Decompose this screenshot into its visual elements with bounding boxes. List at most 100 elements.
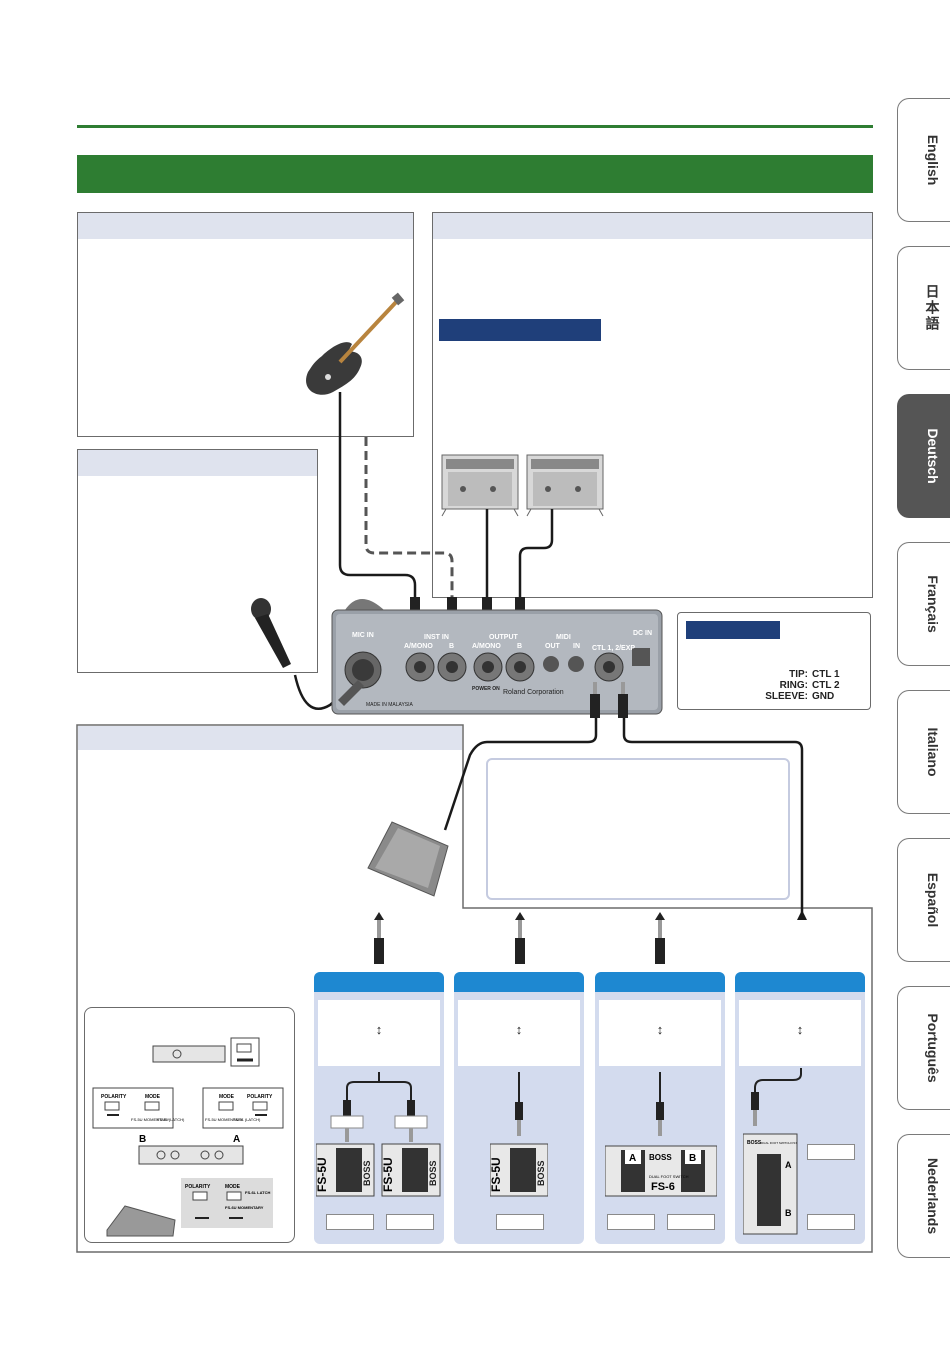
boss-brand: BOSS bbox=[536, 1160, 546, 1186]
polarity-label-bottom: POLARITY bbox=[185, 1184, 211, 1190]
cable-subheading-bar bbox=[686, 621, 780, 639]
output-panel-header bbox=[433, 213, 872, 239]
tab-portugues[interactable]: Português bbox=[897, 986, 950, 1110]
sleeve-value: GND bbox=[812, 691, 835, 702]
fs6-switch-a: A bbox=[629, 1153, 636, 1164]
tab-deutsch-label: Deutsch bbox=[924, 428, 941, 484]
tab-italiano-label: Italiano bbox=[924, 727, 941, 777]
trs-plug-col2 bbox=[515, 912, 525, 964]
blank-label-box bbox=[386, 1214, 434, 1230]
fs5u-momentary-b: FS-5U MOMENTARY bbox=[205, 1117, 244, 1122]
fs7-switch-b: B bbox=[785, 1208, 792, 1218]
cable-wiring-panel: TIP: RING: SLEEVE: CTL 1 CTL 2 GND bbox=[677, 612, 871, 710]
midi-out-label: OUT bbox=[545, 643, 561, 650]
trs-plug-col1 bbox=[374, 912, 384, 964]
device-rear-panel: MIC IN INST IN A/MONO B OUTPUT A/MONO B … bbox=[331, 599, 663, 715]
blank-label-box bbox=[326, 1214, 374, 1230]
fs6l-latch: FS-6L LATCH bbox=[245, 1190, 271, 1195]
midi-label: MIDI bbox=[556, 634, 571, 641]
output-b-label: B bbox=[517, 643, 522, 650]
power-on-label: POWER ON bbox=[472, 686, 500, 692]
amplifier-b bbox=[526, 454, 604, 517]
top-rule bbox=[77, 125, 873, 128]
footswitch-column-3: ↕ A B BOSS DUAL FOOT SWITCH FS-6 bbox=[595, 972, 725, 1244]
fs5u-model-b: FS-5U bbox=[381, 1157, 395, 1192]
blank-label-box bbox=[607, 1214, 655, 1230]
fs5l-latch-a: FS-5L (LATCH) bbox=[157, 1117, 185, 1122]
microphone-icon bbox=[251, 598, 291, 668]
amplifier-a bbox=[441, 454, 519, 517]
footswitch-column-2: ↕ FS-5U BOSS bbox=[454, 972, 584, 1244]
made-in-label: MADE IN MALAYSIA bbox=[366, 702, 414, 708]
polarity-label-right: POLARITY bbox=[247, 1094, 273, 1100]
dc-in-label: DC IN bbox=[633, 630, 652, 637]
footswitch-column-4: ↕ BOSS DUAL FOOT SWITCH FS7 A B bbox=[735, 972, 865, 1244]
tab-japanese-label: 日本語 bbox=[924, 284, 941, 332]
boss-brand: BOSS bbox=[747, 1140, 762, 1146]
mode-label-right: MODE bbox=[219, 1094, 235, 1100]
inst-b-label: B bbox=[449, 643, 454, 650]
tab-francais[interactable]: Français bbox=[897, 542, 950, 666]
mic-panel bbox=[77, 449, 318, 673]
fs7-switch-a: A bbox=[785, 1160, 792, 1170]
blank-label-box bbox=[807, 1144, 855, 1160]
boss-brand: BOSS bbox=[649, 1153, 672, 1162]
expression-pedal-icon bbox=[367, 821, 449, 897]
output-panel bbox=[432, 212, 873, 598]
output-label: OUTPUT bbox=[489, 634, 519, 641]
inst-in-label: INST IN bbox=[424, 634, 449, 641]
plug-ctl-1 bbox=[590, 682, 600, 718]
blank-label-box bbox=[807, 1214, 855, 1230]
fs6u-momentary: FS-6U MOMENTARY bbox=[225, 1205, 264, 1210]
tip-value: CTL 1 bbox=[812, 669, 840, 680]
tip-label: TIP: bbox=[789, 669, 808, 680]
tab-japanese[interactable]: 日本語 bbox=[897, 246, 950, 370]
label-b: B bbox=[139, 1134, 146, 1145]
tab-italiano[interactable]: Italiano bbox=[897, 690, 950, 814]
label-a: A bbox=[233, 1134, 240, 1145]
mic-panel-header bbox=[78, 450, 317, 476]
expression-note-box bbox=[486, 758, 790, 900]
tab-english[interactable]: English bbox=[897, 98, 950, 222]
tab-deutsch[interactable]: Deutsch bbox=[897, 394, 950, 518]
brand-label: Roland Corporation bbox=[503, 689, 564, 696]
fs5u-model-a: FS-5U bbox=[316, 1157, 329, 1192]
output-a-label: A/MONO bbox=[472, 643, 501, 650]
midi-in-label: IN bbox=[573, 643, 580, 650]
switch-settings-box: POLARITY MODE FS-5U MOMENTARY FS-5L (LAT… bbox=[84, 1007, 295, 1243]
tab-espanol[interactable]: Español bbox=[897, 838, 950, 962]
fs6-switch-b: B bbox=[689, 1153, 696, 1164]
blank-label-box bbox=[496, 1214, 544, 1230]
output-subheading-bar bbox=[439, 319, 601, 341]
ring-value: CTL 2 bbox=[812, 680, 840, 691]
fs5l-latch-b: FS-5L (LATCH) bbox=[233, 1117, 261, 1122]
signal-arrow: ↕ bbox=[656, 1022, 664, 1037]
ctl-exp-label: CTL 1, 2/EXP bbox=[592, 645, 635, 652]
mode-label: MODE bbox=[145, 1094, 161, 1100]
tab-espanol-label: Español bbox=[924, 872, 941, 928]
boss-brand-a: BOSS bbox=[362, 1160, 372, 1186]
tab-nederlands-label: Nederlands bbox=[924, 1157, 941, 1235]
fs5u-model: FS-5U bbox=[490, 1157, 503, 1192]
tab-english-label: English bbox=[924, 134, 941, 186]
guitar-panel-header bbox=[78, 213, 413, 239]
signal-arrow: ↕ bbox=[375, 1022, 383, 1037]
tab-nederlands[interactable]: Nederlands bbox=[897, 1134, 950, 1258]
plug-ctl-2 bbox=[618, 682, 628, 718]
signal-arrow: ↕ bbox=[515, 1022, 523, 1037]
guitar-panel bbox=[77, 212, 414, 437]
blank-label-box bbox=[667, 1214, 715, 1230]
mic-in-label: MIC IN bbox=[352, 632, 374, 639]
footswitch-column-1: ↕ FS-5U FS-5U BOSS BOSS bbox=[314, 972, 444, 1244]
boss-brand-b: BOSS bbox=[428, 1160, 438, 1186]
trs-plug-col3 bbox=[655, 912, 665, 964]
fs5u-momentary-a: FS-5U MOMENTARY bbox=[131, 1117, 170, 1122]
sleeve-label: SLEEVE: bbox=[765, 691, 808, 702]
guitar-icon bbox=[306, 292, 405, 395]
tab-francais-label: Français bbox=[924, 575, 941, 633]
inst-a-label: A/MONO bbox=[404, 643, 433, 650]
fs6-sub-label: DUAL FOOT SWITCH bbox=[649, 1174, 689, 1179]
signal-arrow: ↕ bbox=[796, 1022, 804, 1037]
tab-portugues-label: Português bbox=[924, 1013, 941, 1083]
